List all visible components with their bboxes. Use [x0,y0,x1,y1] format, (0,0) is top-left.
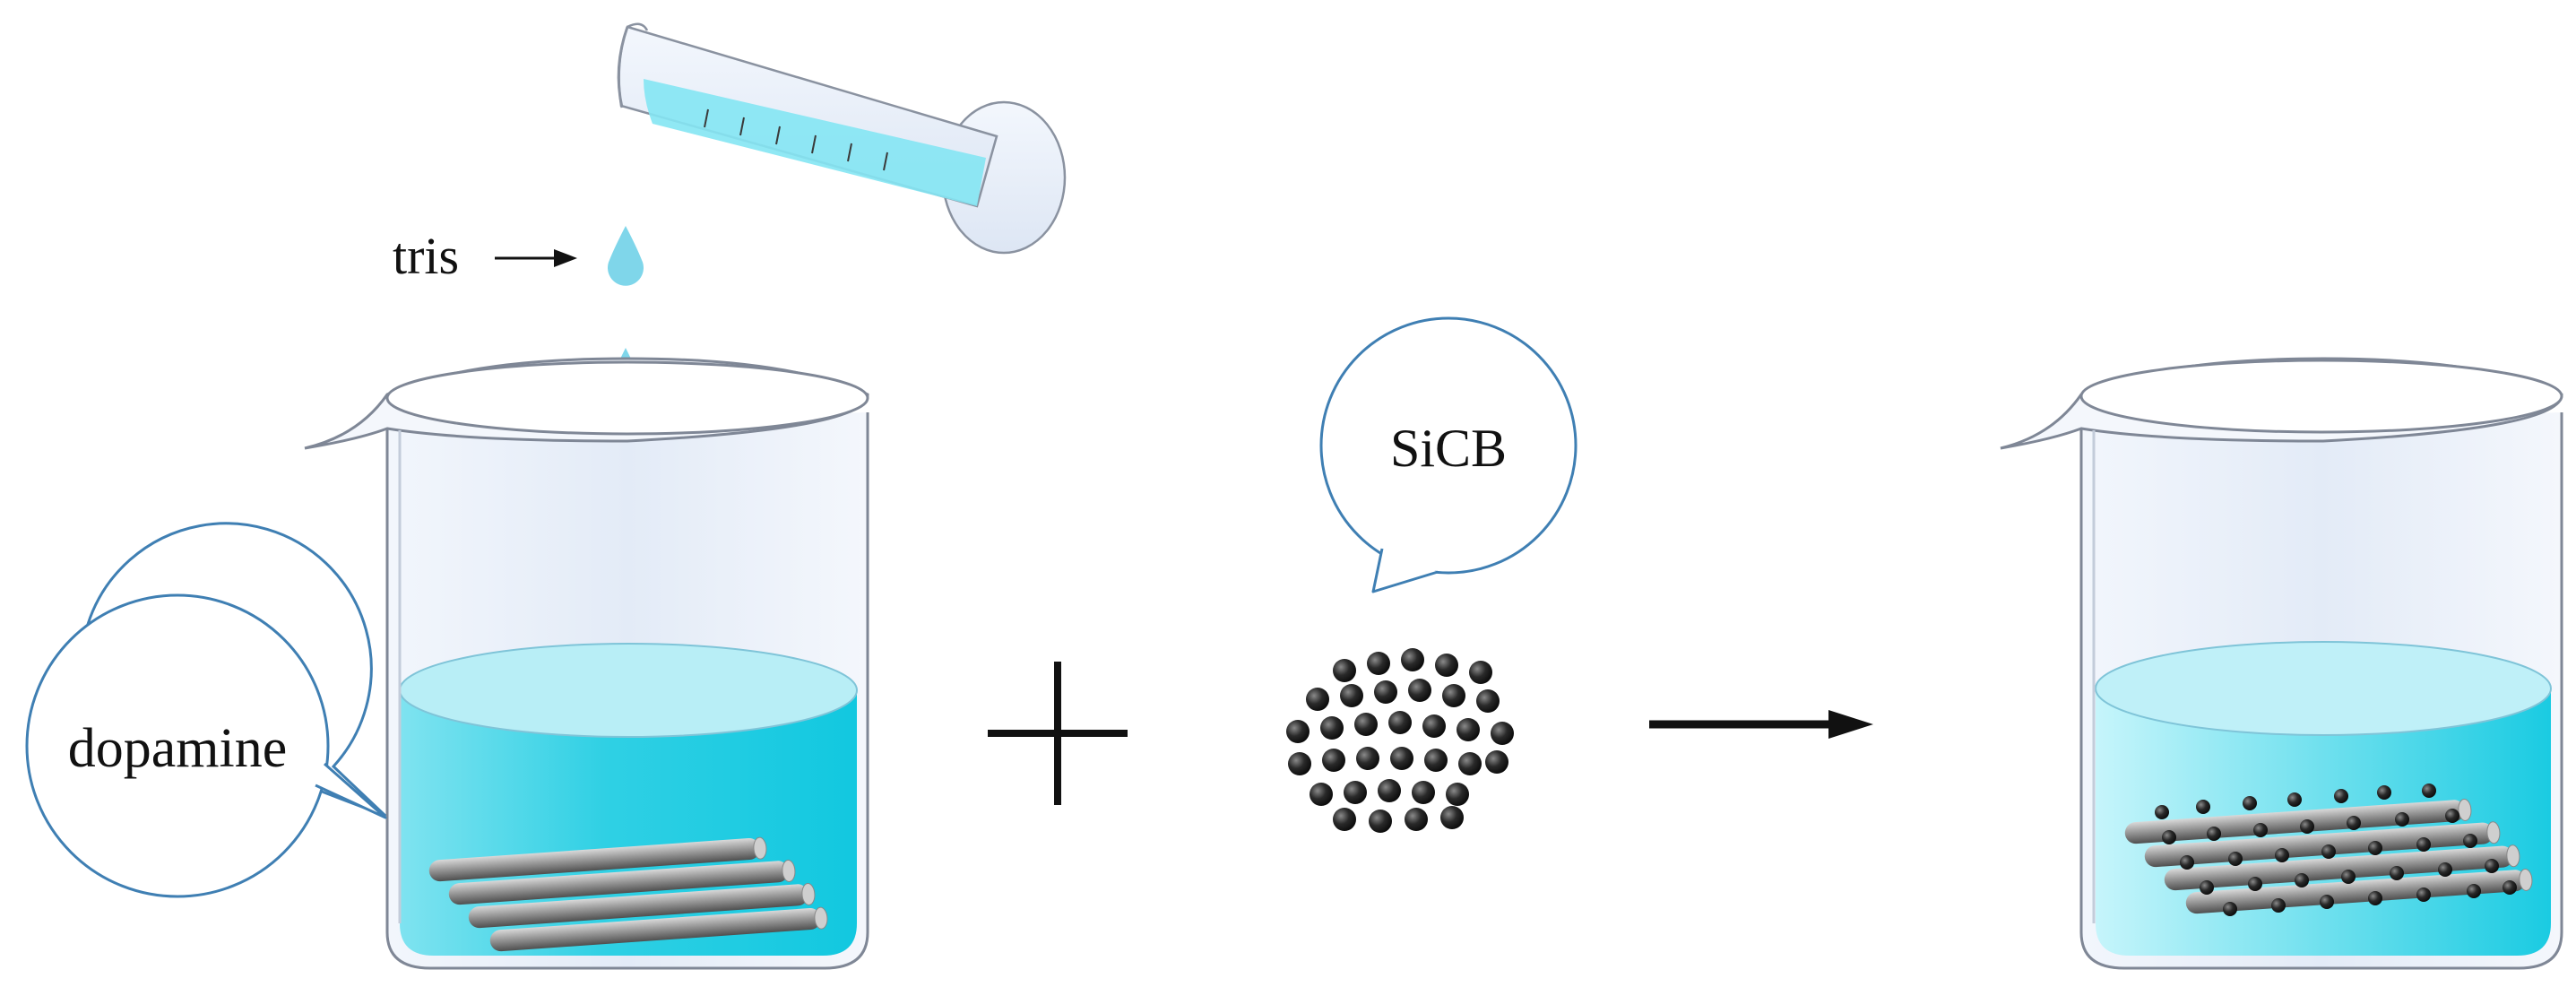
coating-particle [2422,784,2436,798]
coating-particle [2485,859,2499,873]
particle-dot [1378,779,1401,802]
coating-particle [2416,887,2431,902]
coating-particle [2445,809,2459,823]
particle-dot [1476,689,1500,713]
sicb-label: SiCB [1390,419,1507,478]
coating-particle [2368,891,2382,905]
coating-particle [2248,877,2262,891]
coating-particle [2271,898,2286,913]
coating-particle [2228,852,2243,866]
particle-dot [1322,749,1345,772]
coating-particle [2287,792,2302,807]
coating-particle [2467,884,2481,898]
particle-dot [1424,749,1448,772]
coating-particle [2377,785,2391,800]
arrow-right-icon [495,249,577,267]
particle-dot [1412,781,1435,804]
particle-dot [1422,714,1446,738]
dopamine-bubble [25,522,387,898]
coating-particle [2162,830,2176,844]
drop-icon [608,226,644,286]
coating-particle [2180,855,2194,870]
coating-particle [2438,862,2452,877]
reaction-arrow-icon [1649,710,1873,739]
coating-particle [2155,805,2169,819]
particle-dot [1354,713,1378,736]
particle-dot [1320,716,1344,740]
tris-label: tris [393,227,459,285]
particle-dot [1401,648,1424,671]
coating-particle [2321,844,2336,859]
particle-dot [1446,783,1469,806]
coating-particle [2200,880,2214,895]
particle-dot [1340,684,1363,707]
plus-icon [988,662,1128,805]
particle-dot [1491,722,1514,745]
coating-particle [2416,837,2431,852]
coating-particle [2295,873,2309,887]
coating-particle [2253,823,2268,837]
coating-particle [2320,895,2334,909]
coating-particle [2341,870,2356,884]
particle-dot [1344,781,1367,804]
particle-dot [1485,750,1508,774]
coating-particle [2463,834,2477,848]
coating-particle [2368,841,2382,855]
particle-dot [1333,808,1356,831]
particle-dot [1288,752,1311,775]
coating-particle [2207,827,2221,841]
particle-dot [1408,679,1431,702]
sicb-particles [1286,648,1514,833]
particle-dot [1405,808,1428,831]
coating-particle [2243,796,2257,810]
particle-dot [1435,654,1458,677]
coating-particle [2196,800,2210,814]
particle-dot [1367,652,1390,675]
particle-dot [1388,711,1412,734]
particle-dot [1390,747,1413,770]
coating-particle [2347,816,2361,830]
coating-particle [2334,789,2348,803]
coating-particle [2503,880,2517,895]
particle-dot [1458,752,1482,775]
rod-bundle [428,836,828,952]
particle-dot [1369,810,1392,833]
particle-dot [1286,720,1310,743]
particle-dot [1442,684,1465,707]
graduated-cylinder-icon [617,22,1067,255]
particle-dot [1457,718,1480,741]
particle-dot [1306,688,1329,711]
particle-dot [1440,806,1464,829]
particle-dot [1469,661,1492,684]
particle-dot [1310,783,1333,806]
coating-particle [2223,902,2237,916]
coating-particle [2300,819,2314,834]
coating-particle [2275,848,2289,862]
particle-dot [1333,659,1356,682]
particle-dot [1356,747,1379,770]
sicb-bubble [1319,316,1578,593]
coating-particle [2395,812,2409,827]
coating-particle [2390,866,2404,880]
dopamine-label: dopamine [68,718,288,779]
particle-dot [1374,680,1397,704]
coated-rod-bundle [2124,784,2533,916]
